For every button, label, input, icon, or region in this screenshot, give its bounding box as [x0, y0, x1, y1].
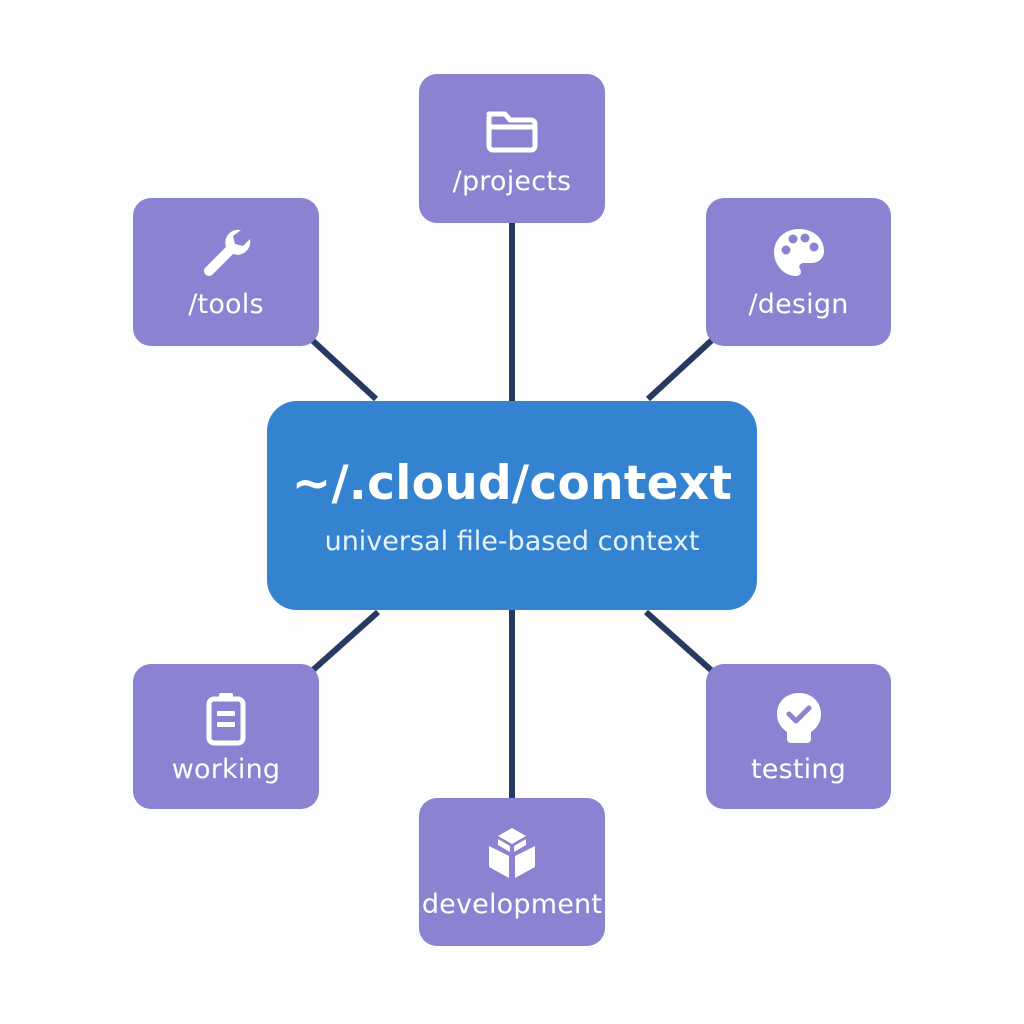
- node-label: working: [171, 753, 281, 785]
- connector-testing: [644, 609, 713, 673]
- node-projects[interactable]: /projects: [419, 74, 605, 223]
- folder-icon: [486, 111, 538, 153]
- clipboard-icon: [206, 692, 246, 746]
- badge-check-icon: [776, 692, 821, 743]
- cubes-icon: [489, 828, 535, 879]
- wrench-icon: [204, 229, 251, 277]
- node-label: development: [421, 889, 603, 921]
- node-working[interactable]: working: [133, 664, 319, 809]
- node-label: /tools: [188, 289, 264, 321]
- connector-design: [645, 337, 715, 402]
- connector-working: [311, 609, 380, 673]
- node-label: /design: [748, 289, 849, 321]
- palette-icon: [773, 229, 824, 277]
- center-subtitle: universal file-based context: [324, 525, 700, 557]
- center-node[interactable]: ~/.cloud/context universal file-based co…: [267, 401, 757, 610]
- node-label: testing: [750, 753, 846, 785]
- connector-tools: [309, 337, 379, 402]
- node-tools[interactable]: /tools: [133, 198, 319, 346]
- node-design[interactable]: /design: [706, 198, 891, 346]
- center-title: ~/.cloud/context: [291, 456, 733, 512]
- node-development[interactable]: development: [419, 798, 605, 946]
- node-label: /projects: [452, 165, 572, 197]
- node-testing[interactable]: testing: [706, 664, 891, 809]
